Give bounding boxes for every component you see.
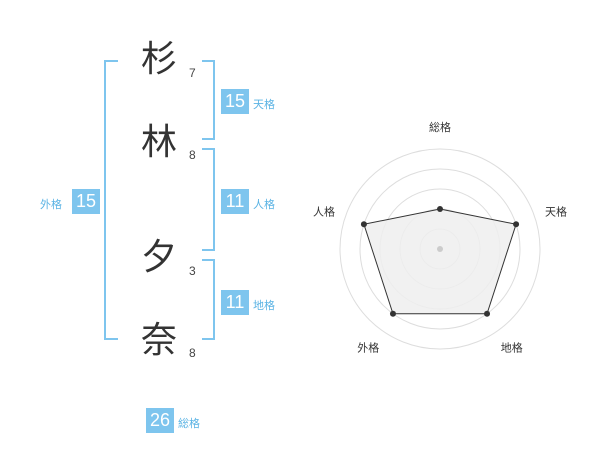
- radar-axis-label-3: 地格: [501, 341, 523, 355]
- gaikaku-badge: 15: [72, 189, 100, 214]
- name-char-2: 林: [141, 122, 178, 163]
- radar-ring-5: [339, 148, 541, 350]
- gaikaku-label: 外格: [40, 198, 62, 211]
- chikaku-label: 地格: [253, 299, 275, 312]
- radar-axis-label-5: 人格: [313, 204, 335, 218]
- stroke-count-2: 8: [189, 148, 196, 162]
- tenkaku-badge: 15: [221, 89, 249, 114]
- soukaku-badge: 26: [146, 408, 174, 433]
- radar-point-3: [484, 310, 491, 317]
- stroke-count-1: 7: [189, 66, 196, 80]
- jinkaku-label: 人格: [253, 198, 275, 211]
- radar-axis-label-4: 外格: [357, 341, 379, 355]
- name-char-3: 夕: [141, 237, 178, 278]
- jinkaku-bracket: [202, 148, 215, 251]
- radar-axis-label-2: 天格: [545, 204, 567, 218]
- radar-ring-4: [359, 168, 521, 330]
- gaikaku-bracket: [104, 60, 118, 340]
- chikaku-bracket: [202, 259, 215, 340]
- stroke-count-4: 8: [189, 346, 196, 360]
- stroke-count-3: 3: [189, 264, 196, 278]
- radar-area: [363, 208, 517, 315]
- chikaku-badge: 11: [221, 290, 249, 315]
- radar-point-1: [437, 206, 443, 212]
- tenkaku-bracket: [202, 60, 215, 140]
- name-char-4: 奈: [141, 320, 178, 361]
- radar-point-4: [389, 310, 396, 317]
- tenkaku-label: 天格: [253, 98, 275, 111]
- jinkaku-badge: 11: [221, 189, 249, 214]
- name-char-1: 杉: [141, 39, 178, 80]
- radar-axis-label-1: 総格: [429, 120, 451, 134]
- radar-center: [437, 246, 443, 252]
- soukaku-label: 総格: [178, 417, 200, 430]
- radar-point-2: [513, 221, 520, 228]
- radar-point-5: [360, 221, 367, 228]
